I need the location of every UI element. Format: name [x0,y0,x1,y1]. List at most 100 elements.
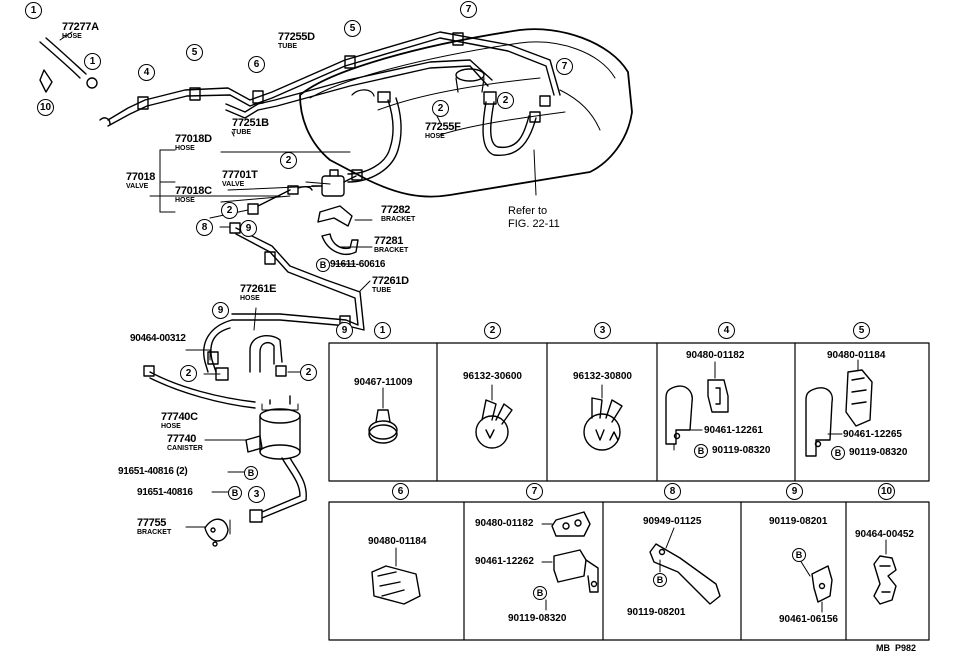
callout-4: 4 [138,64,155,81]
panel-1-header: 1 [374,322,391,339]
fuel-tank [299,28,633,198]
callout-1: 1 [84,53,101,70]
brackets-77282-77281 [317,205,359,255]
label-91651-40816: 91651-40816 [137,487,193,498]
callout-9: 9 [240,220,257,237]
bolt-marker: B [792,548,806,562]
panel-1-clamp [368,387,398,444]
panel-9-part-a: 90119-08201 [769,516,828,527]
panel-2-part: 96132-30600 [463,371,522,382]
panel-10-clip [873,539,897,605]
panel-5-header: 5 [853,322,870,339]
panel-2-header: 2 [484,322,501,339]
bolt-marker: B [244,466,258,480]
panel-5-clamp-set [805,359,873,457]
hose-77018d [347,91,402,183]
panel-4-clamp-set [665,361,729,451]
callout-7: 7 [460,1,477,18]
panel-7-clamp-set [541,511,599,611]
panel-4-header: 4 [718,322,735,339]
label-91611-60616: 91611-60616 [330,259,386,270]
panel-9-clip [799,559,833,613]
label-91651-40816-2: 91651-40816 (2) [118,466,188,477]
bolt-marker: B [653,573,667,587]
panel-3-part: 96132-30800 [573,371,632,382]
panel-4-part-a: 90480-01182 [686,350,745,361]
panel-10-part: 90464-00452 [855,529,914,540]
callout-5: 5 [186,44,203,61]
panel-8-bracket [649,527,721,605]
callout-9: 9 [212,302,229,319]
panel-8-header: 8 [664,483,681,500]
label-90464-00312: 90464-00312 [130,333,186,344]
panel-2-clip [475,384,513,449]
panel-3-header: 3 [594,322,611,339]
callout-2: 2 [280,152,297,169]
callout-8: 8 [196,219,213,236]
hose-77261e [203,319,287,381]
panel-8-part-b: 90119-08201 [627,607,686,618]
callout-6: 6 [248,56,265,73]
panel-8-part-a: 90949-01125 [643,516,702,527]
valve-77701t [247,169,363,215]
bolt-marker: B [831,446,845,460]
panel-1-part: 90467-11009 [354,377,413,388]
callout-2: 2 [497,92,514,109]
callout-9: 9 [336,322,353,339]
hose-77277a [39,37,111,125]
hose-77255f [482,91,551,196]
callout-2: 2 [221,202,238,219]
bolt-marker: B [533,586,547,600]
bolt-marker: B [316,258,330,272]
tube-77261d [229,222,365,331]
hose-77740c [143,365,256,409]
bolt-marker: B [694,444,708,458]
detail-panel-grid [328,342,930,641]
panel-9-part-b: 90461-06156 [779,614,838,625]
bolt-marker: B [228,486,242,500]
panel-7-part-a: 90480-01182 [475,518,534,529]
panel-6-header: 6 [392,483,409,500]
upper-fuel-tubes [107,31,561,127]
panel-6-part: 90480-01184 [368,536,427,547]
panel-5-part-a: 90480-01184 [827,350,886,361]
figure-code: MB P982 [876,643,917,653]
panel-6-clamp [371,547,421,605]
bracket-77755 [204,518,231,547]
callout-5: 5 [344,20,361,37]
canister-77740 [245,395,307,523]
callout-2: 2 [432,100,449,117]
panel-3-clip [583,384,623,451]
panel-9-header: 9 [786,483,803,500]
callout-2: 2 [300,364,317,381]
panel-5-part-c: 90119-08320 [849,447,908,458]
panel-4-part-b: 90461-12261 [704,425,763,436]
callout-2: 2 [180,365,197,382]
callout-3: 3 [248,486,265,503]
panel-7-part-b: 90461-12262 [475,556,534,567]
panel-5-part-b: 90461-12265 [843,429,902,440]
callout-7: 7 [556,58,573,75]
callout-1: 1 [25,2,42,19]
leader-lines [59,31,441,528]
panel-4-part-c: 90119-08320 [712,445,771,456]
panel-7-part-c: 90119-08320 [508,613,567,624]
panel-7-header: 7 [526,483,543,500]
